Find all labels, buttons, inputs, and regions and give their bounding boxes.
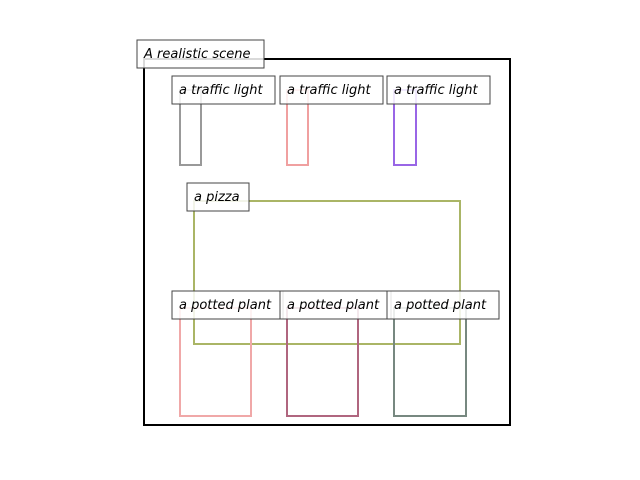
traffic-light-3-label-text: a traffic light xyxy=(394,83,478,98)
potted-plant-1-label: a potted plant xyxy=(171,290,284,320)
pizza-box xyxy=(193,200,461,345)
scene-frame xyxy=(143,58,511,426)
traffic-light-2-label: a traffic light xyxy=(279,75,384,105)
scene-caption: A realistic scene xyxy=(136,39,265,69)
scene-caption-text: A realistic scene xyxy=(143,47,250,62)
potted-plant-1-box xyxy=(179,307,252,417)
potted-plant-3-box xyxy=(393,307,467,417)
traffic-light-1-label: a traffic light xyxy=(171,75,276,105)
potted-plant-1-label-text: a potted plant xyxy=(179,298,272,313)
potted-plant-2-box xyxy=(286,307,359,417)
potted-plant-2-label-text: a potted plant xyxy=(287,298,380,313)
traffic-light-2-label-text: a traffic light xyxy=(287,83,371,98)
pizza-label: a pizza xyxy=(186,182,250,212)
potted-plant-3-label: a potted plant xyxy=(386,290,500,320)
potted-plant-2-label: a potted plant xyxy=(279,290,392,320)
potted-plant-3-label-text: a potted plant xyxy=(394,298,487,313)
pizza-label-text: a pizza xyxy=(194,190,240,205)
traffic-light-1-label-text: a traffic light xyxy=(179,83,263,98)
traffic-light-3-label: a traffic light xyxy=(386,75,491,105)
